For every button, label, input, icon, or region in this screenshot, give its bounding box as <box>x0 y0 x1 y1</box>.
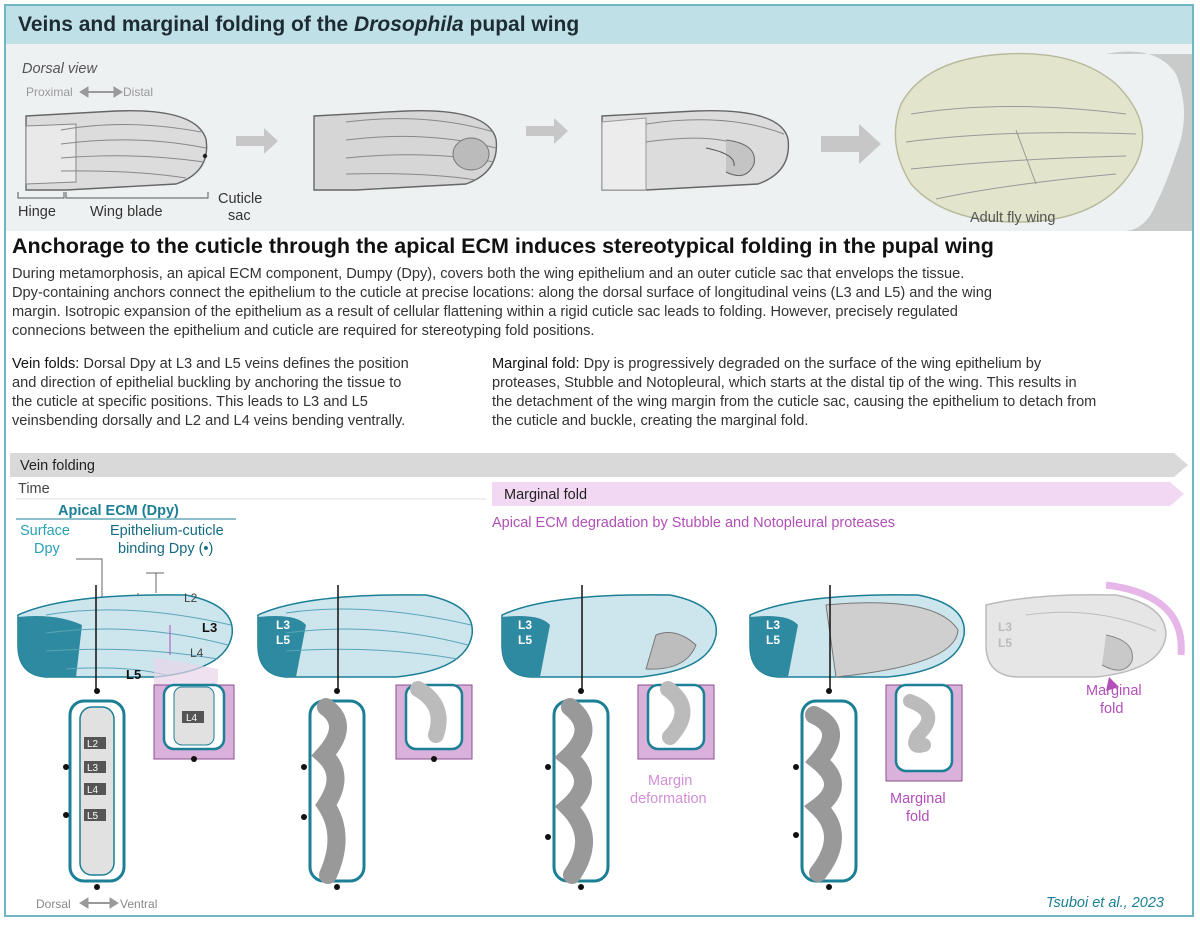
svg-text:L2: L2 <box>87 739 99 750</box>
wing-blade-label: Wing blade <box>90 204 163 220</box>
intro-line: Dpy-containing anchors connect the epith… <box>12 285 992 301</box>
vein-label-l3: L3 <box>202 620 217 635</box>
proximal-distal-arrow-icon <box>79 86 123 98</box>
surface-dpy-leader <box>76 558 103 603</box>
vein-folding-timeline-arrow <box>10 453 1188 477</box>
proximal-label: Proximal <box>26 85 73 99</box>
cross-section-stage-3: L3 L5 Margin deformation <box>501 585 717 890</box>
intro-paragraph: During metamorphosis, an apical ECM comp… <box>12 265 1192 341</box>
marginal-fold-label-final-2: fold <box>1100 701 1123 717</box>
svg-text:L3: L3 <box>998 620 1012 634</box>
hinge-label: Hinge <box>18 204 56 220</box>
marginal-fold-paragraph: Marginal fold: Dpy is progressively degr… <box>492 356 1097 429</box>
folding-illustration: Vein folding Time Marginal fold Apical E… <box>10 453 1188 911</box>
svg-text:L5: L5 <box>766 633 780 647</box>
title-bar: Veins and marginal folding of the Drosop… <box>6 6 1192 45</box>
vein-folds-term: Vein folds: <box>12 356 80 372</box>
svg-text:L5: L5 <box>276 633 290 647</box>
progression-arrow-icon-3 <box>821 124 881 164</box>
vein-label-l5: L5 <box>126 667 141 682</box>
cross-section-stage-1: L2 L3 L4 L5 L2 L3 L4 L5 L4 <box>17 585 235 890</box>
hinge-bracket <box>17 192 65 199</box>
cross-section-stage-5: L3 L5 Marginal fold <box>985 581 1185 717</box>
surface-dpy-label-1: Surface <box>20 523 70 539</box>
binding-dpy-label-2: binding Dpy (•) <box>118 541 213 557</box>
cross-section-stage-4: L3 L5 Marginal fold <box>749 585 965 890</box>
margin-deformation-label-1: Margin <box>648 773 692 789</box>
marginal-fold-timeline-arrow <box>492 482 1184 506</box>
binding-dpy-label-1: Epithelium-cuticle <box>110 523 224 539</box>
svg-text:L4: L4 <box>186 713 198 724</box>
svg-text:L3: L3 <box>766 618 780 632</box>
cuticle-sac-label-1: Cuticle <box>218 191 262 207</box>
svg-text:L4: L4 <box>87 785 99 796</box>
svg-text:L3: L3 <box>276 618 290 632</box>
pupal-wing-stage-2 <box>313 110 498 191</box>
surface-dpy-label-2: Dpy <box>34 541 61 557</box>
dorsal-view-illustration: Dorsal view Proximal Distal Hinge Wing b… <box>17 51 1192 231</box>
marginal-fold-term: Marginal fold: <box>492 356 580 372</box>
progression-arrow-icon-1 <box>236 128 278 154</box>
marginal-fold-label-final-1: Marginal <box>1086 683 1142 699</box>
svg-text:L3: L3 <box>87 763 99 774</box>
dorsal-view-label: Dorsal view <box>22 61 98 77</box>
vein-folding-label: Vein folding <box>20 458 95 474</box>
svg-text:L5: L5 <box>87 811 99 822</box>
intro-line: margin. Isotropic expansion of the epith… <box>12 304 958 320</box>
marginal-fold-pointer-icon <box>1106 677 1119 691</box>
svg-text:L5: L5 <box>518 633 532 647</box>
adult-wing-label: Adult fly wing <box>970 210 1055 226</box>
svg-text:L5: L5 <box>998 636 1012 650</box>
wing-blade-bracket <box>65 192 209 199</box>
ventral-label: Ventral <box>120 897 157 911</box>
time-label: Time <box>18 481 50 497</box>
citation: Tsuboi et al., 2023 <box>1046 895 1164 911</box>
pupal-wing-stage-3 <box>601 110 790 191</box>
vein-folds-paragraph: Vein folds: Dorsal Dpy at L3 and L5 vein… <box>12 356 409 429</box>
section-heading: Anchorage to the cuticle through the api… <box>12 234 994 258</box>
vein-label-l4: L4 <box>190 646 204 660</box>
intro-line: During metamorphosis, an apical ECM comp… <box>12 266 965 282</box>
marginal-fold-label-2: fold <box>906 809 929 825</box>
figure-title: Veins and marginal folding of the Drosop… <box>18 13 580 36</box>
adult-wing <box>894 51 1192 231</box>
vein-label-l2: L2 <box>184 591 198 605</box>
progression-arrow-icon-2 <box>526 118 568 144</box>
intro-line: connecions between the epithelium and cu… <box>12 323 595 339</box>
svg-text:L3: L3 <box>518 618 532 632</box>
margin-deformation-label-2: deformation <box>630 791 707 807</box>
cross-section-stage-2: L3 L5 <box>257 585 473 890</box>
marginal-fold-timeline-label: Marginal fold <box>504 487 587 503</box>
dorsal-ventral-arrow-icon <box>79 897 119 909</box>
apical-ecm-legend-title: Apical ECM (Dpy) <box>58 503 179 519</box>
marginal-fold-label-1: Marginal <box>890 791 946 807</box>
degradation-label: Apical ECM degradation by Stubble and No… <box>492 515 895 531</box>
cuticle-sac-label-2: sac <box>228 208 251 224</box>
pupal-wing-stage-1 <box>25 110 208 191</box>
fly-body-silhouette <box>1106 51 1192 231</box>
distal-label: Distal <box>123 85 153 99</box>
dorsal-label: Dorsal <box>36 897 71 911</box>
